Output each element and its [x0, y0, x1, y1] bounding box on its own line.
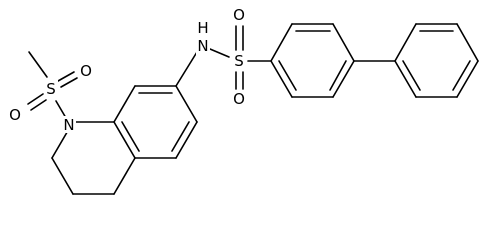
- bond-aromatic-inner: [278, 60, 297, 91]
- atom-n-sulfonamide: N: [197, 37, 208, 55]
- bond: [113, 157, 136, 195]
- atom-o-mesyl-bottom: O: [9, 106, 21, 124]
- bond: [456, 60, 479, 98]
- bond-aromatic-inner: [452, 60, 471, 91]
- bond: [394, 23, 417, 62]
- bond: [175, 85, 198, 123]
- bond: [332, 60, 355, 98]
- bond-s-o-double: [27, 93, 44, 105]
- atom-o-sulfonamide-bottom: O: [233, 90, 245, 108]
- bond-aromatic-inner: [171, 121, 190, 152]
- bond-aromatic-inner: [121, 121, 140, 152]
- atom-s-mesyl: S: [46, 80, 56, 98]
- bond: [175, 121, 198, 159]
- bond: [270, 60, 293, 98]
- bond-s-o-double: [57, 71, 75, 82]
- atom-labels: N H S O O S O O N: [9, 6, 246, 134]
- atom-n-ring: N: [63, 116, 74, 134]
- bond-s-methyl: [28, 51, 48, 78]
- bond-aromatic-inner: [402, 60, 421, 91]
- bond: [113, 85, 136, 123]
- bond: [332, 23, 355, 62]
- atom-o-mesyl-right: O: [80, 62, 92, 80]
- bond: [456, 23, 479, 62]
- atom-o-sulfonamide-top: O: [233, 6, 245, 24]
- atom-s-sulfonamide: S: [234, 52, 244, 70]
- bond: [394, 60, 417, 98]
- bond-n-s: [55, 100, 67, 119]
- bond: [113, 121, 136, 159]
- atom-h-sulfonamide: H: [197, 19, 208, 37]
- bond-s-o-double: [60, 77, 78, 88]
- bond-s-o-double: [30, 99, 47, 111]
- chemical-structure-canvas: N H S O O S O O N: [9, 6, 479, 195]
- bonds: [27, 23, 479, 195]
- molecule-diagram: N H S O O S O O N: [9, 6, 479, 195]
- bond-s-n: [209, 48, 230, 58]
- bond-n-c: [175, 51, 198, 87]
- bond-aromatic-inner: [329, 60, 347, 91]
- bond: [270, 23, 293, 62]
- bond: [51, 157, 74, 195]
